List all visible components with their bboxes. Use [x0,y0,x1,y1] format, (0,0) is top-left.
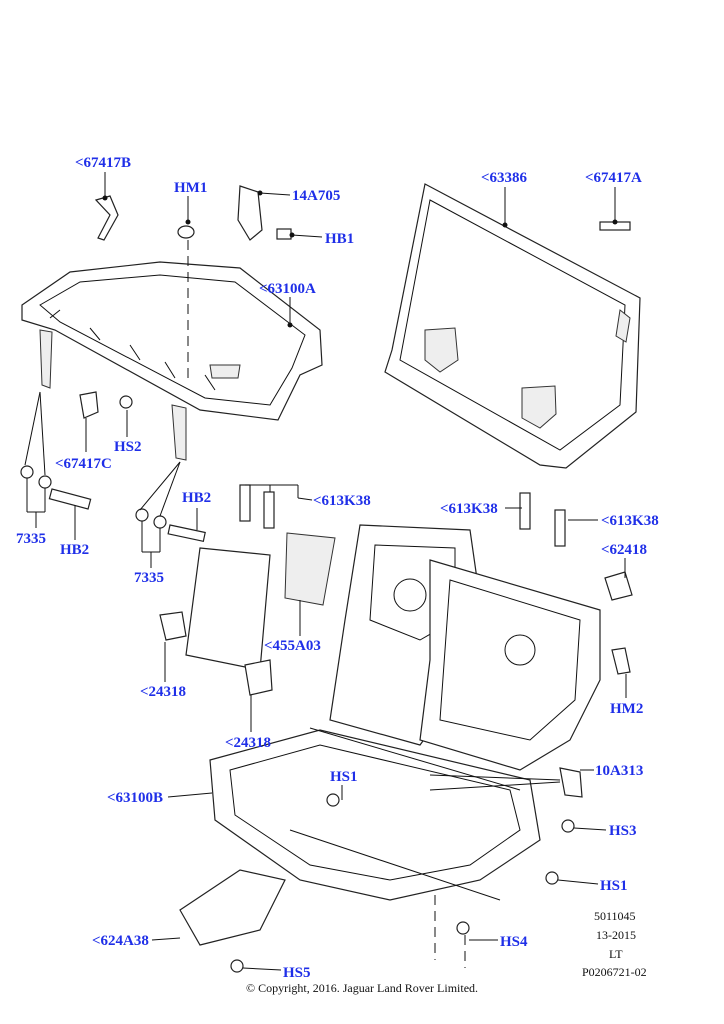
copyright-text: © Copyright, 2016. Jaguar Land Rover Lim… [245,981,479,995]
label-hs5[interactable]: HS5 [283,965,311,981]
leader-lines [24,172,627,971]
drawing-side: LT [609,947,623,961]
label-hs3[interactable]: HS3 [609,823,637,839]
drawing-number: 5011045 [594,909,636,923]
label-455a03[interactable]: <455A03 [264,638,321,654]
label-63386[interactable]: <63386 [481,170,528,186]
label-24318-a[interactable]: <24318 [140,684,187,700]
label-7335-mid[interactable]: 7335 [134,570,164,586]
label-10a313[interactable]: 10A313 [595,763,644,779]
label-hs1-b[interactable]: HS1 [600,878,628,894]
label-hm1[interactable]: HM1 [174,180,208,196]
label-613k38-c[interactable]: <613K38 [601,513,659,529]
label-hb1[interactable]: HB1 [325,231,355,247]
label-hs4[interactable]: HS4 [500,934,528,950]
label-63100a[interactable]: <63100A [259,281,316,297]
label-62418[interactable]: <62418 [601,542,648,558]
backrest-panel-part [384,183,641,469]
label-67417b[interactable]: <67417B [75,155,132,171]
label-7335-left[interactable]: 7335 [16,531,46,547]
label-hb2-left[interactable]: HB2 [60,542,90,558]
label-14a705[interactable]: 14A705 [292,188,341,204]
cushion-tray-part [21,261,323,461]
label-624a38[interactable]: <624A38 [92,933,149,949]
label-hs1-a[interactable]: HS1 [330,769,358,785]
seat-frame-part [209,524,601,901]
label-613k38-b[interactable]: <613K38 [440,501,498,517]
label-hm2[interactable]: HM2 [610,701,644,717]
label-24318-b[interactable]: <24318 [225,735,272,751]
drawing-date: 13-2015 [596,928,636,942]
label-67417a[interactable]: <67417A [585,170,642,186]
armrest-part [185,532,336,671]
label-63100b[interactable]: <63100B [107,790,164,806]
label-hb2-mid[interactable]: HB2 [182,490,212,506]
label-613k38-a[interactable]: <613K38 [313,493,371,509]
label-67417c[interactable]: <67417C [55,456,112,472]
drawing-reference: P0206721-02 [582,965,647,979]
small-parts [20,185,633,973]
label-hs2[interactable]: HS2 [114,439,142,455]
